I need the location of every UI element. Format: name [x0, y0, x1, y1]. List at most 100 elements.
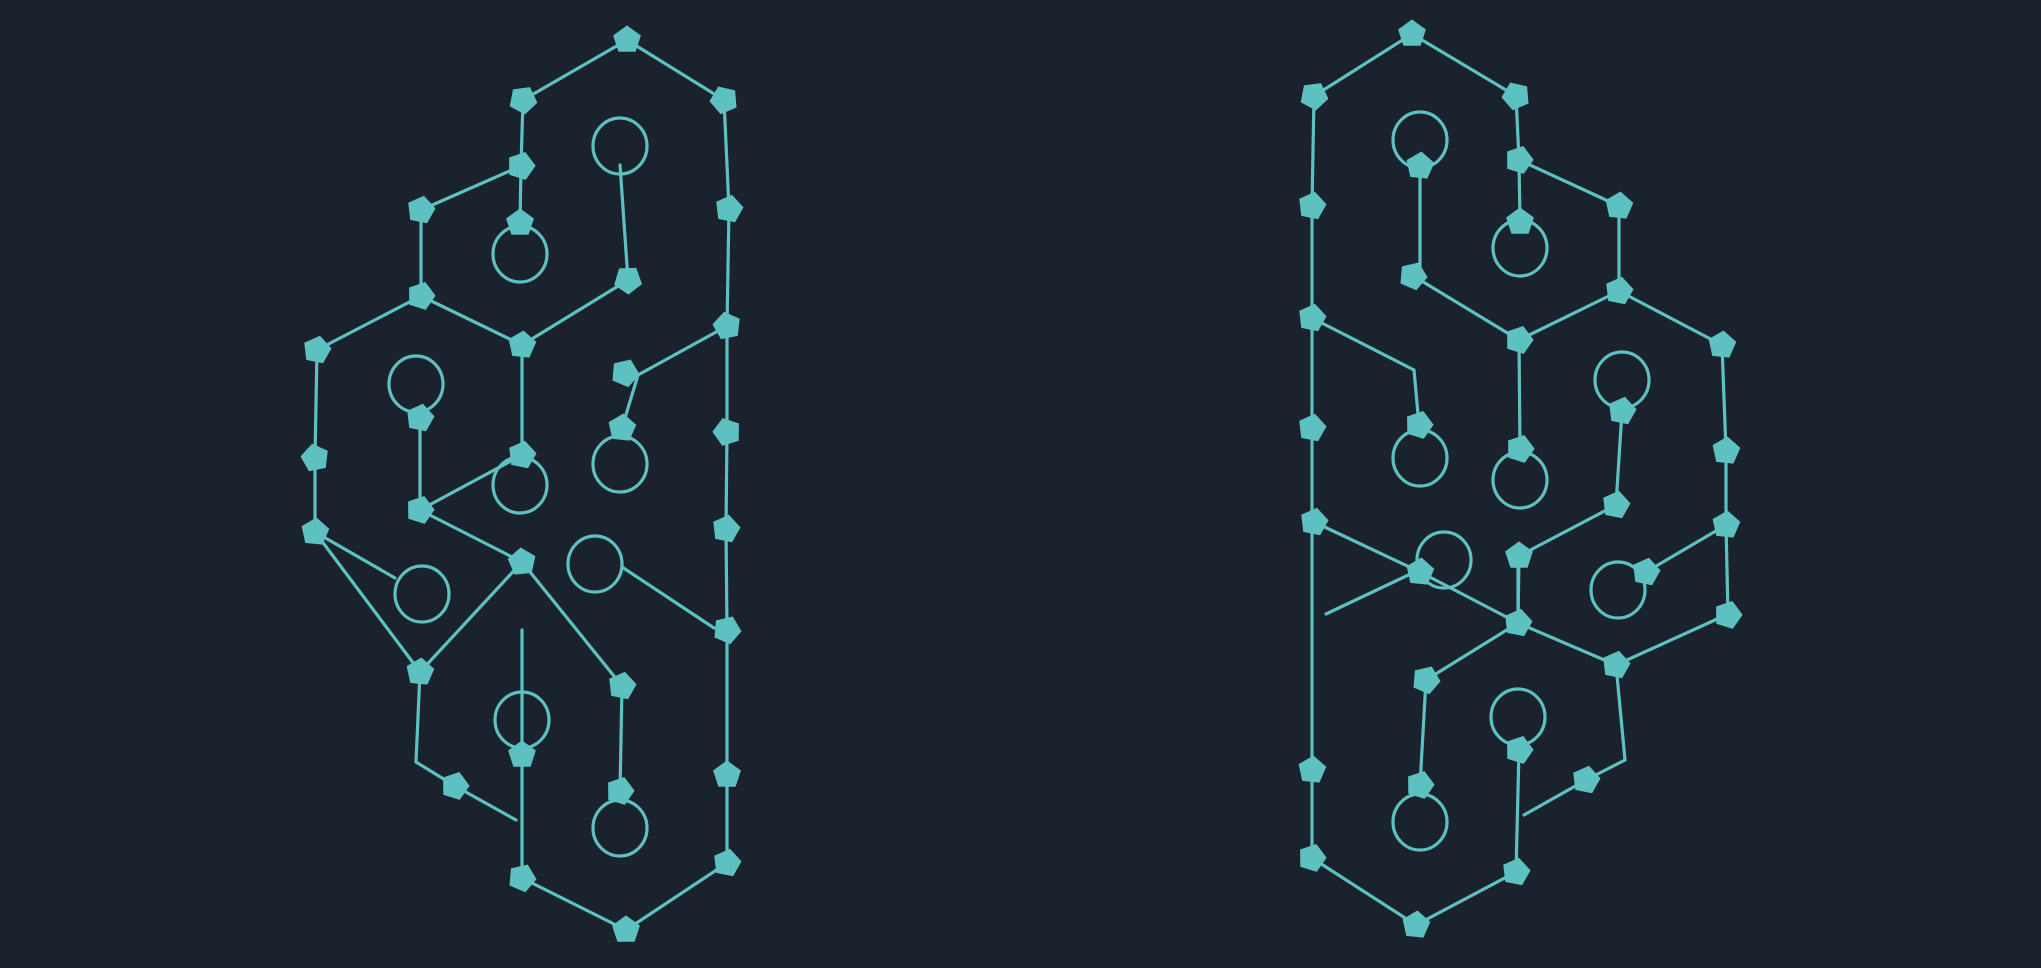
- connector-line: [1517, 158, 1621, 208]
- connector-line: [414, 670, 422, 764]
- connector-line: [313, 530, 422, 674]
- connector-line: [724, 527, 729, 632]
- pentagon-node: [300, 443, 328, 472]
- pentagon-node: [1407, 411, 1434, 439]
- pentagon-node: [1716, 601, 1743, 629]
- pentagon-node: [1406, 151, 1435, 179]
- pentagon-node: [1298, 755, 1327, 783]
- pentagon-node: [509, 152, 536, 180]
- pentagon-node: [1633, 557, 1661, 586]
- connector-line: [1418, 570, 1520, 625]
- pentagon-node: [443, 772, 470, 800]
- pentagon-node: [1507, 736, 1534, 764]
- pentagon-node: [509, 440, 537, 469]
- connector-line: [1312, 32, 1414, 98]
- connector-line: [1644, 523, 1728, 574]
- pentagon-node: [304, 335, 332, 364]
- connector-line: [313, 348, 319, 460]
- pentagon-node: [1712, 510, 1741, 538]
- connector-line: [625, 38, 726, 102]
- loop-circle: [1415, 530, 1473, 590]
- connector-line: [620, 565, 716, 630]
- pentagon-node: [508, 330, 537, 358]
- pentagon-node: [714, 848, 742, 877]
- connector-line: [618, 163, 630, 282]
- loop-circle: [1489, 687, 1547, 747]
- pentagon-node: [408, 496, 435, 524]
- pentagon-node: [509, 864, 537, 893]
- connector-line: [636, 324, 729, 377]
- connector-line: [520, 876, 628, 932]
- pentagon-node: [613, 25, 641, 52]
- pentagon-node: [1300, 83, 1329, 111]
- pentagon-node: [1301, 507, 1329, 536]
- pentagon-node: [714, 616, 742, 645]
- connector-line: [419, 294, 524, 347]
- pentagon-node: [1406, 557, 1435, 585]
- pentagon-node: [408, 195, 436, 224]
- connector-line: [1418, 678, 1428, 787]
- pentagon-node: [614, 267, 642, 295]
- pentagon-node: [1508, 435, 1535, 463]
- pentagon-node: [406, 657, 435, 685]
- left-circuit-graph: [300, 25, 744, 942]
- pentagon-node: [1507, 326, 1534, 354]
- pentagon-node: [1605, 191, 1634, 219]
- connector-line: [725, 207, 731, 328]
- connector-line: [1310, 94, 1316, 208]
- connector-line: [419, 164, 523, 212]
- pentagon-node: [506, 208, 534, 235]
- connector-line: [1514, 748, 1521, 874]
- connector-line: [724, 430, 729, 531]
- pentagon-node: [1505, 541, 1533, 568]
- connector-line: [722, 98, 731, 211]
- pentagon-node: [1413, 666, 1441, 695]
- pentagon-node: [1398, 19, 1426, 46]
- pentagon-node: [1603, 490, 1631, 519]
- connector-line: [1310, 316, 1416, 372]
- pentagon-node: [1408, 771, 1435, 799]
- connector-line: [1414, 870, 1518, 927]
- pentagon-node: [1505, 608, 1533, 637]
- pentagon-node: [1299, 303, 1327, 332]
- pentagon-node: [1299, 413, 1327, 442]
- connector-line: [418, 453, 524, 512]
- loop-circle: [1589, 560, 1647, 620]
- pentagon-node: [709, 86, 737, 115]
- pentagon-node: [509, 87, 538, 115]
- pentagon-node: [508, 740, 536, 767]
- loop-circle: [393, 564, 451, 624]
- pentagon-node: [1573, 765, 1601, 794]
- pentagon-node: [407, 403, 435, 432]
- pentagon-node: [713, 514, 741, 543]
- connector-line: [1312, 520, 1422, 574]
- pentagon-node: [1402, 910, 1431, 938]
- pentagon-node: [608, 777, 635, 805]
- pentagon-node: [1506, 207, 1534, 234]
- loop-circle: [1391, 428, 1449, 488]
- connector-line: [1310, 856, 1418, 927]
- connector-line: [1617, 289, 1724, 347]
- connector-line: [520, 278, 630, 347]
- pentagon-node: [301, 517, 330, 545]
- connector-line: [520, 560, 624, 688]
- loop-circle: [591, 434, 649, 494]
- pentagon-node: [1503, 857, 1531, 886]
- pentagon-node: [716, 194, 744, 223]
- connector-line: [1517, 338, 1522, 451]
- right-circuit-graph: [1298, 19, 1743, 938]
- connector-line: [313, 530, 397, 580]
- connector-line: [1324, 568, 1421, 616]
- connector-line: [315, 294, 423, 352]
- loop-circle: [591, 798, 649, 858]
- loop-circle: [387, 354, 445, 414]
- connector-line: [1614, 613, 1728, 667]
- connector-line: [1724, 523, 1730, 617]
- connector-line: [521, 38, 629, 102]
- connector-line: [1424, 621, 1520, 682]
- pentagon-node: [1299, 191, 1327, 220]
- connector-line: [418, 560, 524, 674]
- pentagon-node: [1507, 146, 1534, 174]
